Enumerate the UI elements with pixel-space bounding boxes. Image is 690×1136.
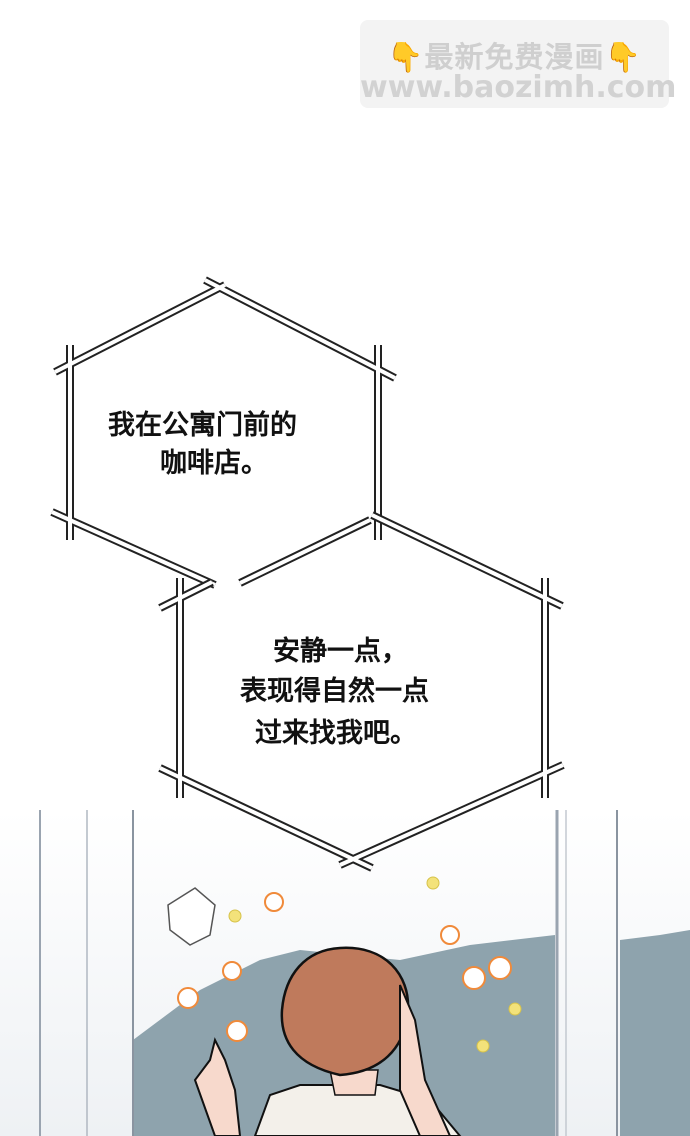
- bubble2-line3: 过来找我吧。: [255, 718, 417, 749]
- pointing-hand-icon: 👇: [604, 40, 642, 74]
- hair: [280, 946, 410, 1077]
- speech-bubble-1: [50, 276, 397, 589]
- watermark-title: 最新免费漫画: [424, 40, 605, 74]
- bubble2-line1: 安静一点，: [273, 636, 408, 667]
- watermark-url: www.baozimh.com: [360, 70, 677, 105]
- bubble1-line2: 咖啡店。: [160, 448, 268, 479]
- hand-phone: [399, 984, 452, 1136]
- speech-bubble-2: [158, 511, 565, 872]
- pointing-hand-icon: 👇: [387, 40, 425, 74]
- decor-flowers: [167, 876, 522, 1053]
- girl-figure: [193, 946, 462, 1136]
- watermark: 👇最新免费漫画👇 www.baozimh.com: [360, 20, 677, 108]
- hand: [193, 1037, 242, 1136]
- bubble1-line1: 我在公寓门前的: [108, 410, 297, 441]
- bubble2-line2: 表现得自然一点: [240, 676, 429, 707]
